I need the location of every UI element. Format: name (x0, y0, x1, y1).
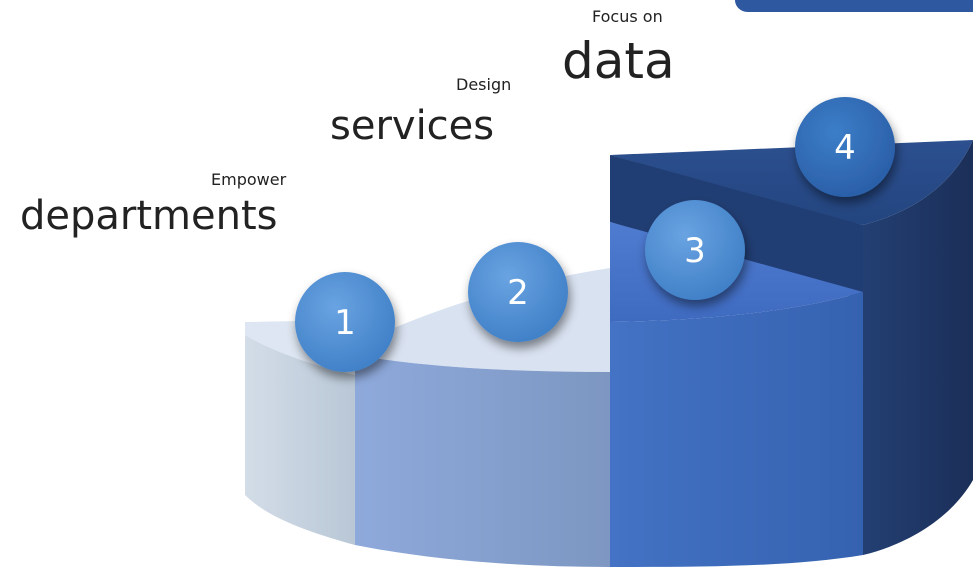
segment-2-side (355, 355, 610, 567)
step-caption-2: Design (456, 75, 512, 94)
segment-3-side (610, 292, 863, 567)
segment-1-side (245, 335, 355, 545)
step-caption-1: Empower (211, 170, 287, 189)
step-badge-2: 2 (468, 242, 568, 342)
step-number-2: 2 (507, 273, 529, 313)
step-title-4: data (562, 32, 675, 90)
step-caption-4: Focus on (592, 7, 663, 26)
step-number-4: 4 (834, 128, 856, 168)
step-number-1: 1 (334, 303, 356, 343)
corner-tab (735, 0, 973, 12)
segment-4-side (863, 140, 973, 555)
step-title-2: services (330, 103, 495, 149)
step-badge-1: 1 (295, 272, 395, 372)
step-badge-3: 3 (645, 200, 745, 300)
step-badge-4: 4 (795, 97, 895, 197)
step-number-3: 3 (684, 231, 706, 271)
step-title-1: departments (20, 193, 278, 239)
